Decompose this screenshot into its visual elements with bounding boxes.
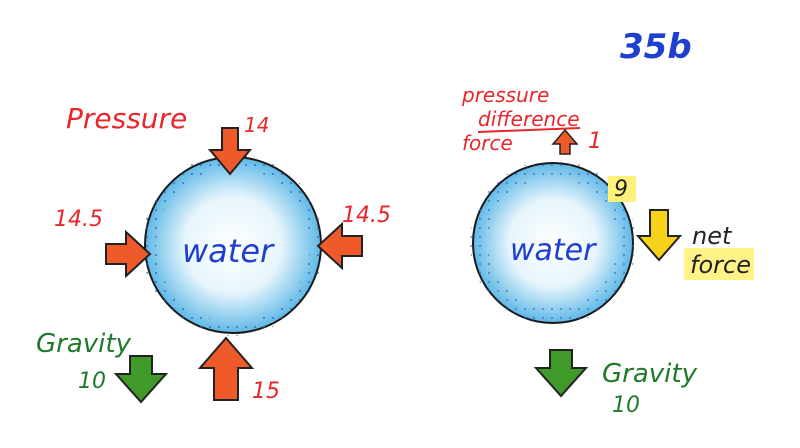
net-force-highlight (684, 248, 754, 280)
right-water-drop (470, 160, 636, 326)
pressure-title: Pressure (66, 102, 187, 135)
left-gravity-label: Gravity (36, 329, 132, 359)
pressure-arrow-bottom-icon (197, 336, 255, 401)
right-water-label: water (510, 233, 597, 268)
gravity-arrow-left-icon (113, 355, 169, 404)
pressure-arrow-top-icon (207, 127, 253, 176)
pressure-arrow-left-icon (105, 229, 152, 279)
pdf-arrow-up-icon (551, 128, 579, 155)
pdf-line3: force (462, 131, 513, 155)
right-gravity-value: 10 (612, 393, 640, 418)
left-gravity-value: 10 (78, 369, 106, 394)
net-value: 9 (614, 177, 628, 202)
pressure-bottom-value: 15 (252, 379, 280, 404)
left-water-label: water (182, 232, 275, 270)
pdf-value: 1 (588, 129, 602, 154)
page-label: 35b (620, 27, 692, 67)
right-gravity-label: Gravity (602, 359, 698, 389)
pressure-left-value: 14.5 (54, 207, 103, 232)
pressure-right-value: 14.5 (342, 203, 391, 228)
pressure-arrow-right-icon (316, 221, 363, 271)
pdf-line2: difference (478, 107, 580, 131)
pressure-top-value: 14 (244, 113, 269, 137)
net-force-arrow-icon (635, 209, 683, 262)
net-line2: force (690, 251, 751, 279)
net-value-highlight (608, 176, 636, 202)
pdf-underline (477, 127, 581, 133)
gravity-arrow-right-icon (533, 349, 589, 398)
pdf-line1: pressure (461, 83, 549, 107)
net-line1: net (692, 222, 733, 250)
